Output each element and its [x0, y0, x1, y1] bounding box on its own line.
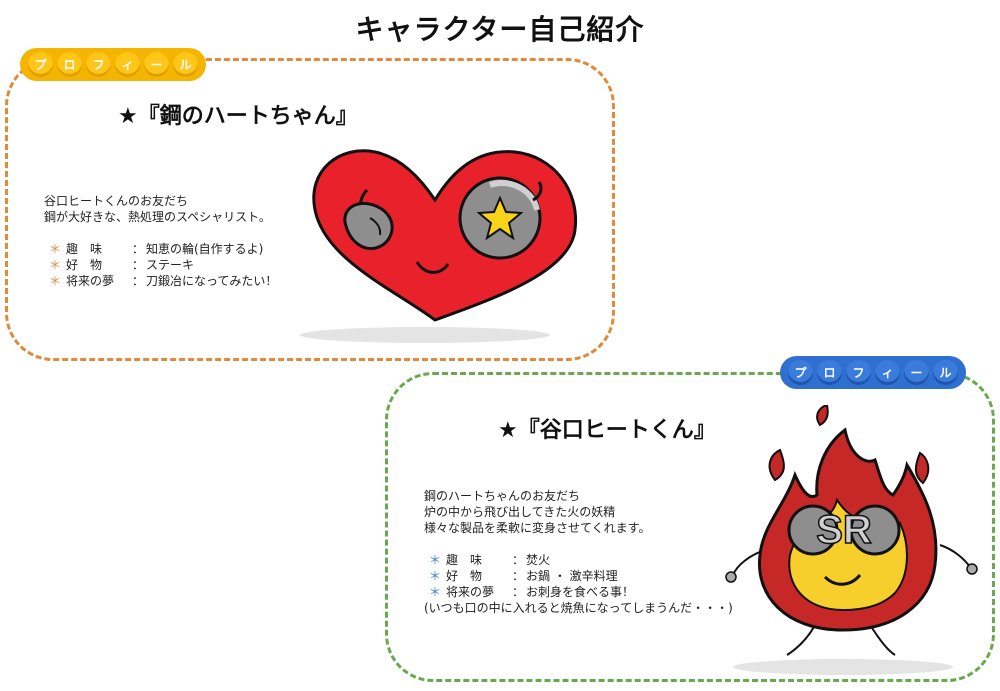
desc-line: 様々な製品を柔軟に変身させてくれます。: [424, 521, 651, 535]
character-description: 鋼のハートちゃんのお友だち 炉の中から飛び出してきた火の妖精 様々な製品を柔軟に…: [424, 488, 733, 616]
page-title: キャラクター自己紹介: [355, 13, 645, 46]
item-colon: ：: [511, 585, 524, 599]
asterisk-icon: ＊: [48, 242, 61, 256]
profile-item-dream: ＊ 将来の夢 ： 刀鍛冶になってみたい！: [44, 273, 277, 289]
badge-char: ィ: [875, 360, 900, 385]
profile-item-favorite-food: ＊ 好 物 ： ステーキ: [44, 257, 277, 273]
profile-item-favorite-food: ＊ 好 物 ： お鍋 ・ 激辛料理: [424, 568, 733, 584]
badge-char: ル: [173, 52, 198, 77]
character-name: ★『谷口ヒートくん』: [498, 418, 716, 443]
asterisk-icon: ＊: [48, 258, 61, 272]
item-label: 趣 味: [446, 553, 483, 567]
badge-char: ロ: [57, 52, 82, 77]
profile-item-dream: ＊ 将来の夢 ： お刺身を食べる事！: [424, 584, 733, 600]
profile-item-hobby: ＊ 趣 味 ： 知恵の輪(自作するよ): [44, 241, 277, 257]
badge-char: ル: [933, 360, 958, 385]
flame-character-icon: SR: [725, 405, 978, 675]
item-value: ステーキ: [146, 258, 195, 272]
item-value: 知恵の輪(自作するよ): [146, 242, 264, 256]
item-colon: ：: [131, 274, 144, 288]
badge-char: フ: [86, 52, 111, 77]
desc-extra: (いつも口の中に入れると焼魚になってしまうんだ・・・): [424, 601, 733, 615]
item-value: 焚火: [526, 553, 551, 567]
badge-char: プ: [28, 52, 53, 77]
item-value: お鍋 ・ 激辛料理: [526, 569, 618, 583]
desc-line: 鋼のハートちゃんのお友だち: [424, 489, 581, 503]
profile-badge: プ ロ フ ィ ー ル: [780, 356, 966, 389]
desc-line: 炉の中から飛び出してきた火の妖精: [424, 505, 616, 519]
desc-line: 鋼が大好きな、熱処理のスペシャリスト。: [44, 210, 271, 224]
badge-char: ロ: [817, 360, 842, 385]
character-name: ★『鋼のハートちゃん』: [118, 104, 358, 129]
heart-character-icon: [300, 149, 578, 343]
badge-char: ィ: [115, 52, 140, 77]
item-label: 好 物: [66, 258, 103, 272]
asterisk-icon: ＊: [428, 553, 441, 567]
item-label: 将来の夢: [66, 274, 115, 288]
item-colon: ：: [131, 258, 144, 272]
badge-char: ー: [144, 52, 169, 77]
badge-char: ー: [904, 360, 929, 385]
badge-char: プ: [788, 360, 813, 385]
item-colon: ：: [511, 569, 524, 583]
desc-line: 谷口ヒートくんのお友だち: [44, 194, 189, 208]
asterisk-icon: ＊: [428, 585, 441, 599]
item-value: 刀鍛冶になってみたい！: [146, 274, 278, 288]
item-label: 好 物: [446, 569, 483, 583]
item-colon: ：: [511, 553, 524, 567]
asterisk-icon: ＊: [428, 569, 441, 583]
badge-char: フ: [846, 360, 871, 385]
profile-badge: プ ロ フ ィ ー ル: [20, 48, 206, 81]
asterisk-icon: ＊: [48, 274, 61, 288]
character-description: 谷口ヒートくんのお友だち 鋼が大好きな、熱処理のスペシャリスト。 ＊ 趣 味 ：…: [44, 193, 277, 289]
item-value: お刺身を食べる事！: [526, 585, 635, 599]
goggle-letters: SR: [816, 508, 872, 552]
item-label: 趣 味: [66, 242, 103, 256]
item-colon: ：: [131, 242, 144, 256]
item-label: 将来の夢: [446, 585, 495, 599]
profile-item-hobby: ＊ 趣 味 ： 焚火: [424, 552, 733, 568]
